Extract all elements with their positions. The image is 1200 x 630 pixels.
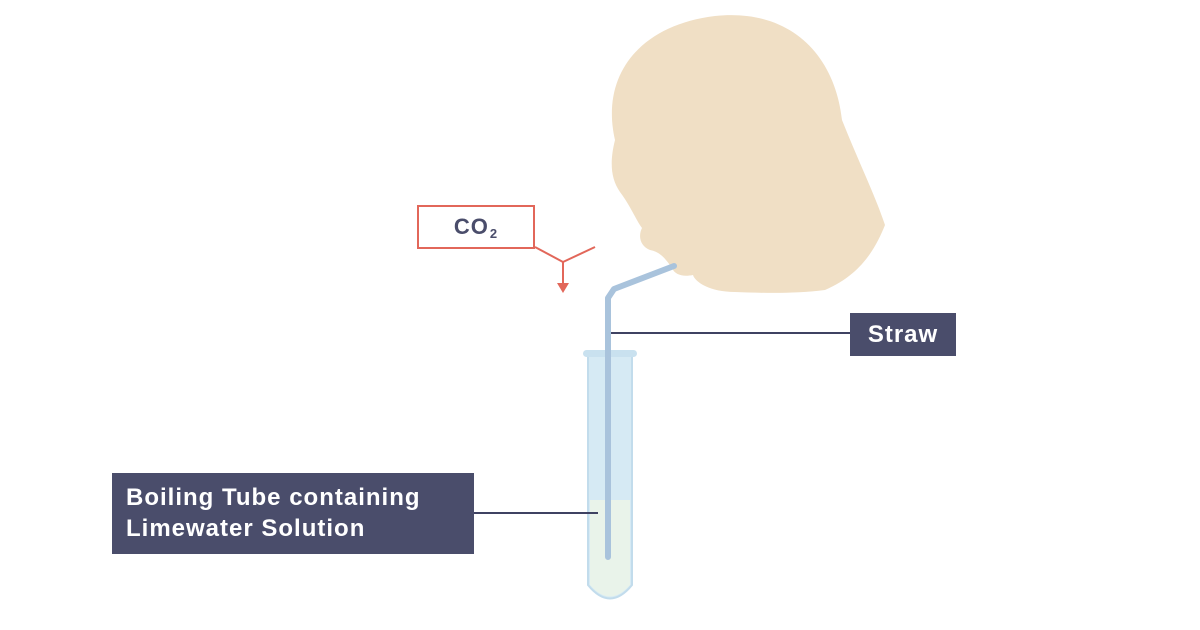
boiling-tube-label-line-1: Boiling Tube containing [126,484,421,511]
boiling-tube-label: Boiling Tube containing Limewater Soluti… [112,473,474,554]
boiling-tube-label-line-2: Limewater Solution [126,515,366,542]
head-silhouette [611,15,885,293]
straw-label: Straw [850,313,956,356]
co2-label-main: CO [453,214,489,239]
co2-label: CO2 [417,205,535,249]
co2-label-subscript: 2 [489,226,499,241]
straw [605,263,677,560]
co2-flow-arrow [534,246,596,293]
